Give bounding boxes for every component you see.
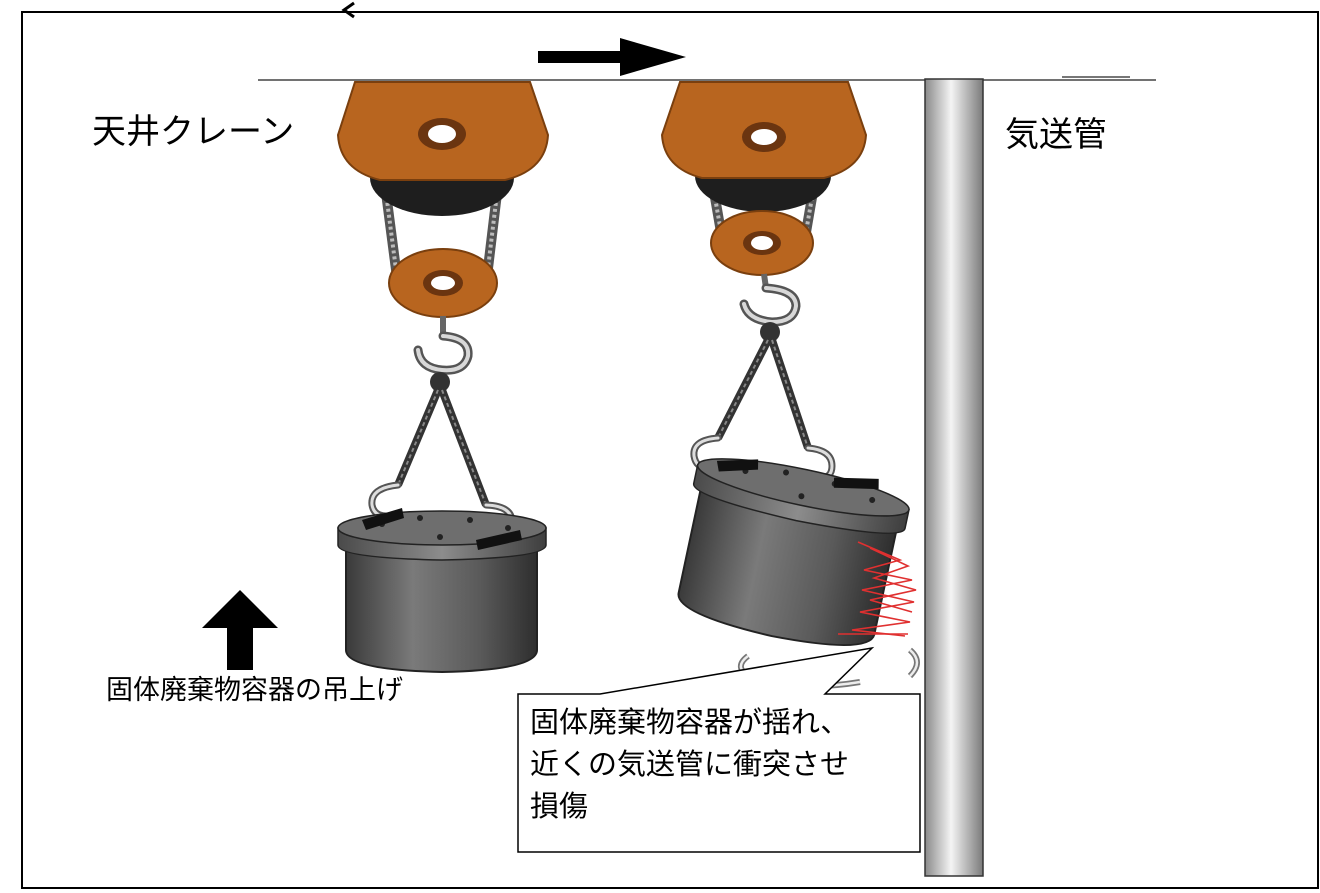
label-pneumatic-pipe: 気送管 xyxy=(1005,115,1107,155)
crane-left xyxy=(336,81,550,538)
pneumatic-pipe xyxy=(924,78,984,877)
callout-line-2: 近くの気送管に衝突させ xyxy=(530,747,850,781)
diagram-frame xyxy=(21,11,1319,889)
label-overhead-crane: 天井クレーン xyxy=(92,112,295,152)
callout-line-3: 損傷 xyxy=(530,789,589,823)
callout-box xyxy=(517,646,921,853)
callout-text: 固体廃棄物容器が揺れ、 近くの気送管に衝突させ 損傷 xyxy=(530,701,890,827)
shackle-left xyxy=(430,372,450,392)
container-right xyxy=(677,458,910,647)
block-hole-right xyxy=(751,129,777,145)
sling-left xyxy=(394,388,490,507)
block-hole-left xyxy=(428,125,456,143)
crane-right xyxy=(660,81,868,482)
impact-lines xyxy=(838,541,917,637)
arrow-right-icon xyxy=(538,38,686,76)
label-container-lift: 固体廃棄物容器の吊上げ xyxy=(106,675,403,706)
arrow-up-icon xyxy=(202,590,278,670)
callout-line-1: 固体廃棄物容器が揺れ、 xyxy=(530,705,850,739)
container-left xyxy=(337,508,547,674)
shackle-right xyxy=(760,322,780,342)
top-edge-mark xyxy=(341,1,355,19)
sling-right xyxy=(714,338,812,450)
